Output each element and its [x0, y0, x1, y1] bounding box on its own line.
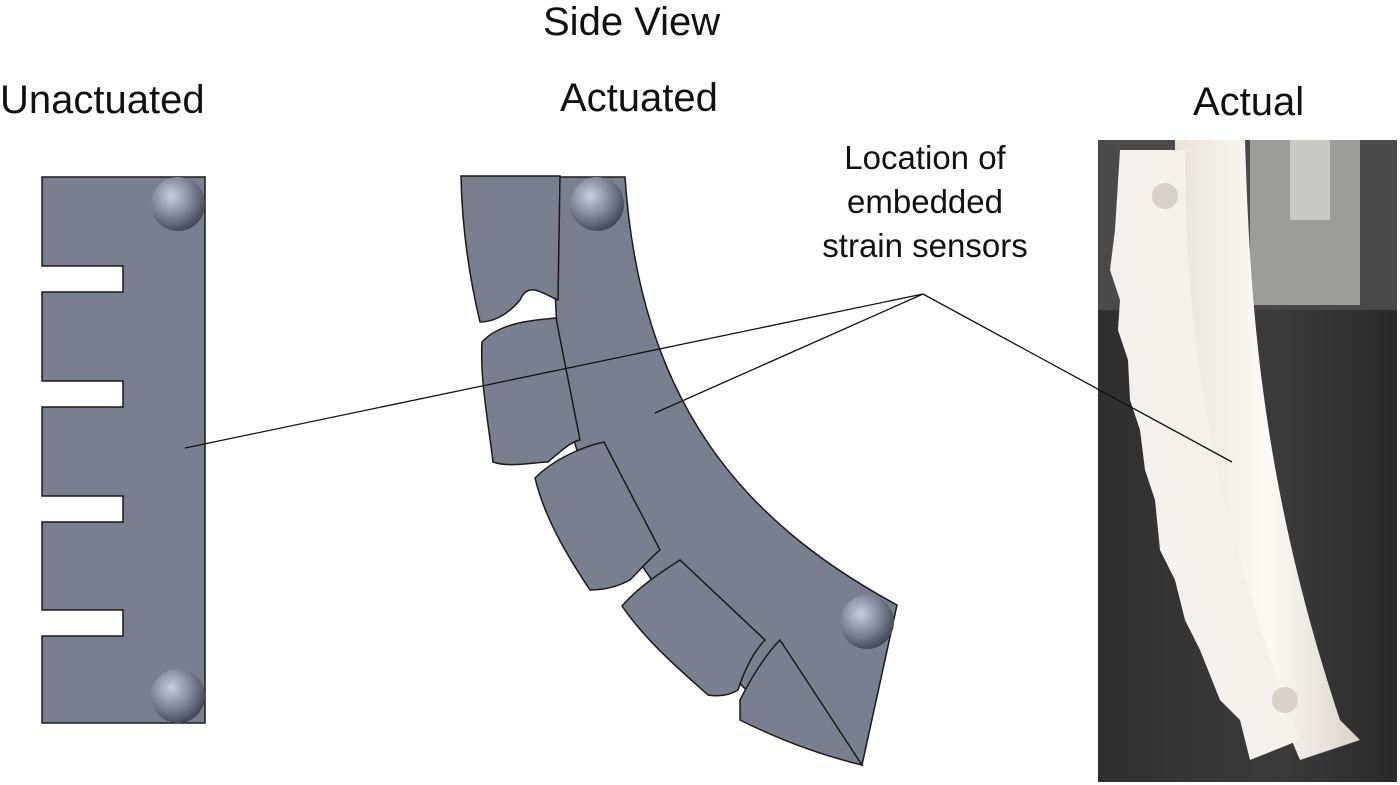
actuated-segment-4: [621, 559, 767, 697]
photo-top-hole-icon: [1152, 183, 1178, 209]
leader-to-actual: [922, 293, 1233, 463]
photo-segmented-part: [1110, 150, 1300, 760]
unactuated-label: Unactuated: [0, 78, 205, 122]
actual-label: Actual: [1193, 80, 1305, 124]
photo-bottom-hole-icon: [1272, 687, 1298, 713]
actual-part-photo: [1098, 140, 1397, 782]
unactuated-top-ball-icon: [151, 177, 205, 231]
figure-title: Side View: [543, 0, 721, 44]
leader-to-unactuated: [184, 293, 924, 449]
sensor-callout-label: Location of embedded strain sensors: [800, 136, 1050, 268]
unactuated-body: [41, 176, 206, 724]
actuated-segment-5: [739, 638, 864, 767]
actuated-top-ball-icon: [570, 177, 624, 231]
actuated-label: Actuated: [560, 76, 718, 120]
actuated-segment-3: [534, 441, 661, 591]
photo-sensor-strip: [1175, 140, 1360, 760]
unactuated-part: [41, 176, 206, 724]
actuated-segment-1: [460, 175, 561, 323]
callout-line-2: embedded: [847, 183, 1003, 220]
actuated-part: [460, 175, 898, 767]
actuated-segment-2: [480, 317, 581, 466]
callout-line-3: strain sensors: [822, 227, 1028, 264]
unactuated-bottom-ball-icon: [151, 669, 205, 723]
leader-to-actuated: [654, 293, 924, 414]
photo-fixture-bar: [1290, 140, 1330, 220]
callout-line-1: Location of: [844, 139, 1006, 176]
actuated-bottom-ball-icon: [840, 595, 894, 649]
sensor-leader-lines: [184, 293, 1233, 463]
